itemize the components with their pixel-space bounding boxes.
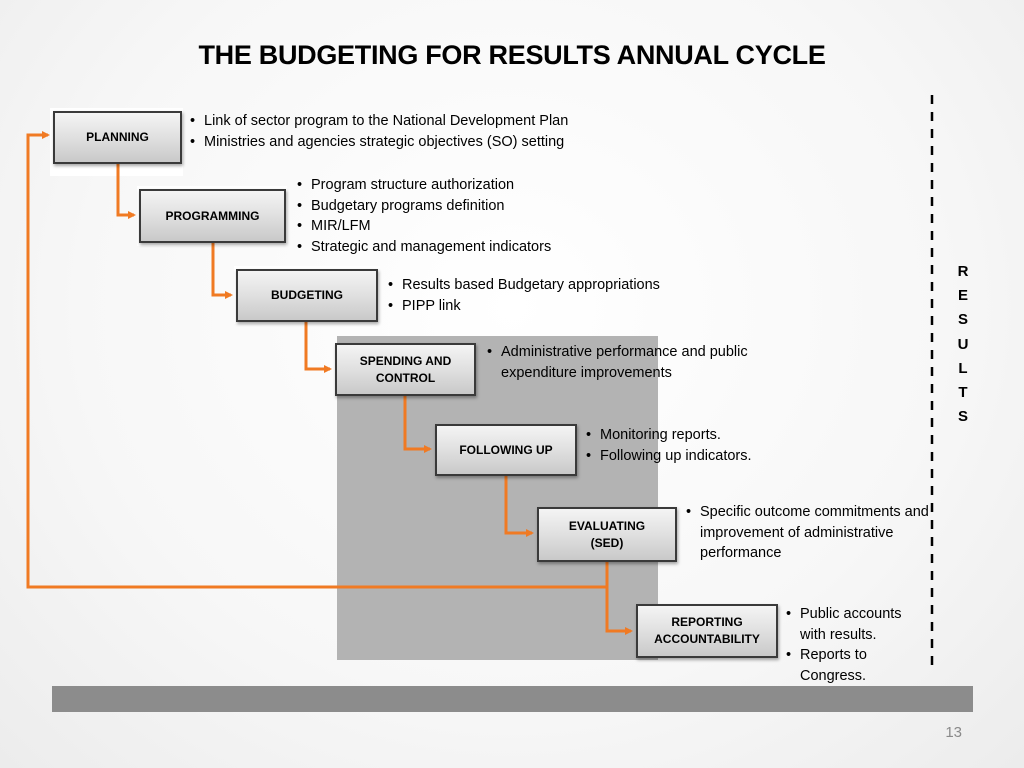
results-letter: T (958, 384, 968, 402)
step-following-up: FOLLOWING UP (435, 424, 577, 476)
bullet-item: MIR/LFM (295, 216, 595, 237)
results-letter: E (957, 287, 968, 305)
results-letter: S (957, 408, 968, 426)
step-following-up-label: FOLLOWING UP (459, 442, 553, 457)
reporting-bullets: Public accounts with results. Reports to… (784, 604, 924, 686)
bullet-item: Monitoring reports. (584, 425, 784, 446)
bullet-item: PIPP link (386, 296, 706, 317)
bullet-item: Ministries and agencies strategic object… (188, 132, 628, 153)
arrow-programming-to-budgeting (211, 242, 233, 299)
bullet-item: Results based Budgetary appropriations (386, 275, 706, 296)
step-budgeting: BUDGETING (236, 269, 378, 322)
arrow-budgeting-to-spending (304, 322, 332, 373)
results-letter: R (957, 263, 969, 280)
planning-bullets: Link of sector program to the National D… (188, 111, 628, 152)
step-spending-and-control: SPENDING AND CONTROL (335, 343, 476, 396)
bullet-item: Program structure authorization (295, 175, 595, 196)
step-planning-label: PLANNING (86, 130, 149, 144)
bullet-item: Strategic and management indicators (295, 237, 595, 258)
step-reporting-label: REPORTING ACCOUNTABILITY (654, 615, 760, 646)
arrow-feedback-to-planning (26, 131, 607, 589)
step-spending-label: SPENDING AND CONTROL (359, 353, 452, 385)
budgeting-bullets: Results based Budgetary appropriations P… (386, 275, 706, 316)
step-evaluating: EVALUATING (SED) (537, 507, 677, 562)
results-letter: L (958, 359, 968, 377)
step-reporting-accountability: REPORTING ACCOUNTABILITY (636, 604, 778, 658)
bullet-item: Public accounts with results. (784, 604, 924, 645)
step-planning: PLANNING (53, 111, 182, 164)
arrow-planning-to-programming (116, 164, 136, 219)
bullet-item: Link of sector program to the National D… (188, 111, 628, 132)
step-programming: PROGRAMMING (139, 189, 286, 243)
following-up-bullets: Monitoring reports. Following up indicat… (584, 425, 784, 466)
programming-bullets: Program structure authorization Budgetar… (295, 175, 595, 257)
spending-bullets: Administrative performance and public ex… (485, 342, 785, 383)
bullet-item: Administrative performance and public ex… (485, 342, 785, 383)
results-letter: U (957, 335, 969, 353)
bullet-item: Specific outcome commitments and improve… (684, 502, 930, 564)
bullet-item: Budgetary programs definition (295, 196, 595, 217)
evaluating-bullets: Specific outcome commitments and improve… (684, 502, 930, 564)
footer-bar (52, 686, 973, 712)
slide-title: THE BUDGETING FOR RESULTS ANNUAL CYCLE (198, 40, 826, 70)
results-letter: S (957, 311, 968, 329)
step-budgeting-label: BUDGETING (271, 288, 343, 302)
results-vertical-label: R E S U L T S (953, 260, 973, 429)
page-number: 13 (945, 724, 962, 741)
arrow-following-to-evaluating (504, 475, 534, 537)
arrow-spending-to-following (403, 396, 432, 453)
step-programming-label: PROGRAMMING (165, 208, 260, 223)
bullet-item: Following up indicators. (584, 446, 784, 467)
step-evaluating-label: EVALUATING (SED) (568, 518, 646, 550)
arrow-evaluating-to-reporting (605, 562, 633, 635)
bullet-item: Reports to Congress. (784, 645, 924, 686)
